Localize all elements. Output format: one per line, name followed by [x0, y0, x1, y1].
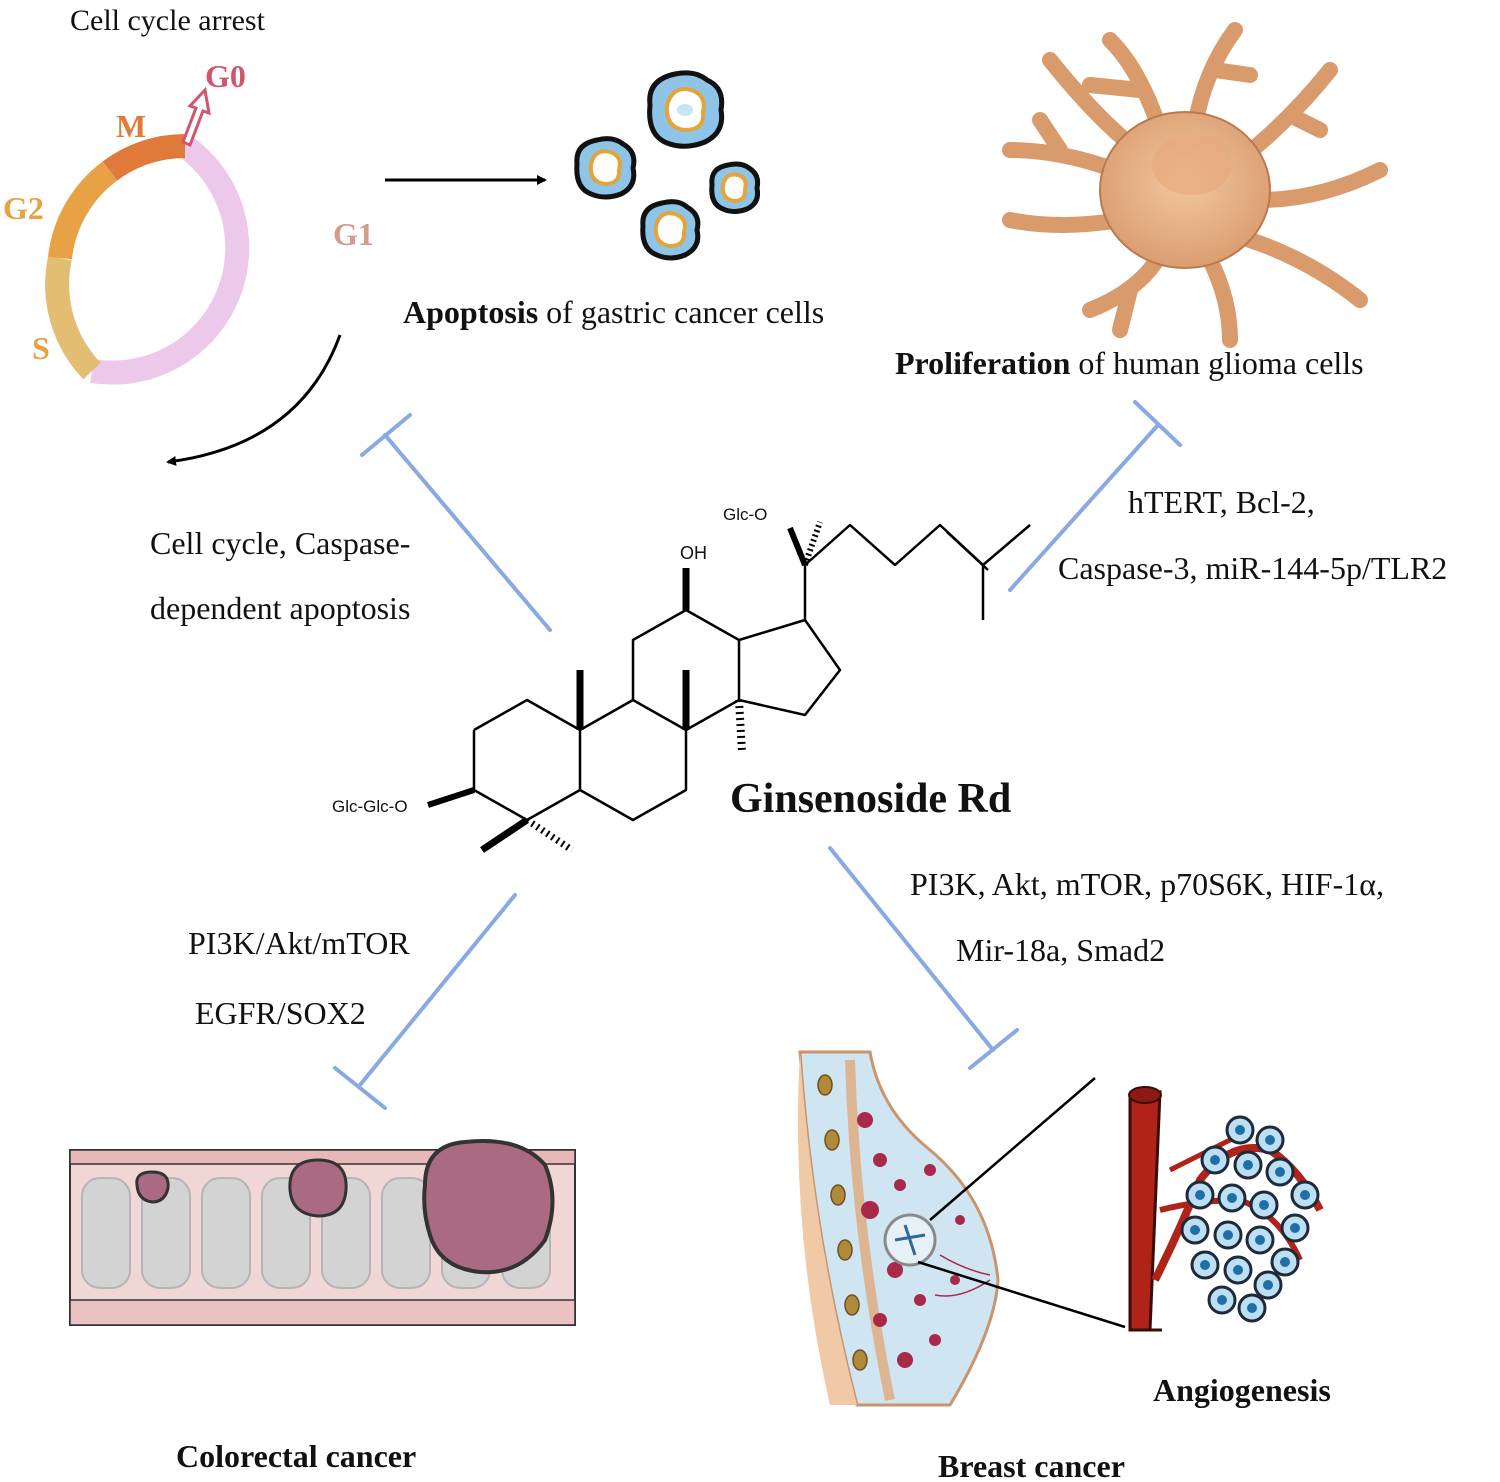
left-targets-line2: dependent apoptosis [150, 590, 411, 626]
breast-targets-line2: Mir-18a, Smad2 [956, 932, 1166, 968]
group-glc-glc-o: Glc-Glc-O [332, 797, 408, 816]
zoom-line-bottom [917, 1260, 1126, 1329]
group-oh: OH [680, 543, 707, 563]
left-targets-line1: Cell cycle, Caspase- [150, 525, 411, 561]
polyp-medium [288, 1158, 348, 1218]
blood-vessel [1128, 1090, 1162, 1332]
apoptotic-cell [709, 161, 761, 214]
glioma-caption: Proliferation of human glioma cells [895, 345, 1364, 381]
glioma-nucleus [1152, 135, 1232, 195]
phase-label-g1: G1 [333, 216, 374, 252]
arrow-cycle-curve [166, 334, 342, 466]
apoptosis-caption: Apoptosis of gastric cancer cells [403, 294, 825, 330]
inhibition-lines [333, 400, 1182, 1110]
phase-label-m: M [116, 108, 147, 144]
cell-cycle-ring [45, 134, 250, 385]
right-targets-line1: hTERT, Bcl-2, [1128, 484, 1315, 520]
tumor-large [422, 1139, 555, 1275]
colorectal-targets-line2: EGFR/SOX2 [195, 995, 366, 1031]
cell-cycle-m-arc [102, 134, 186, 181]
g0-exit-arrow [181, 86, 211, 147]
polyp-small [135, 1170, 170, 1204]
cell-cycle-g1-arc [90, 136, 250, 385]
phase-label-g0: G0 [205, 58, 246, 94]
angiogenesis-caption: Angiogenesis [1153, 1372, 1331, 1408]
inhibit-bottom-left [358, 893, 517, 1087]
ginsenoside-structure [427, 521, 1031, 853]
colorectal-targets-line1: PI3K/Akt/mTOR [188, 925, 410, 961]
inhibit-right-top [1008, 423, 1160, 592]
cell-cycle-g2-arc [48, 161, 118, 260]
zoom-line-top [929, 1077, 1096, 1221]
phase-label-g2: G2 [3, 190, 44, 226]
group-glc-o: Glc-O [723, 505, 768, 524]
apoptotic-cell [574, 136, 637, 200]
phase-label-s: S [32, 330, 50, 366]
apoptotic-cell [647, 70, 725, 149]
breast-caption: Breast cancer [938, 1448, 1125, 1482]
cell-cycle-s-arc [45, 255, 101, 380]
colorectal-caption: Colorectal cancer [176, 1438, 417, 1474]
colorectal-illustration [69, 1139, 576, 1326]
inhibit-left-top [383, 433, 552, 632]
cell-cycle-title: Cell cycle arrest [70, 4, 265, 37]
apoptotic-cell [640, 199, 701, 261]
angiogenesis-illustration [1128, 1086, 1324, 1332]
inhibit-bottom-right [828, 846, 995, 1052]
compound-name: Ginsenoside Rd [730, 776, 1012, 822]
right-targets-line2: Caspase-3, miR-144-5p/TLR2 [1058, 550, 1448, 586]
breast-targets-line1: PI3K, Akt, mTOR, p70S6K, HIF-1α, [910, 866, 1384, 902]
breast-illustration [798, 1050, 1000, 1407]
